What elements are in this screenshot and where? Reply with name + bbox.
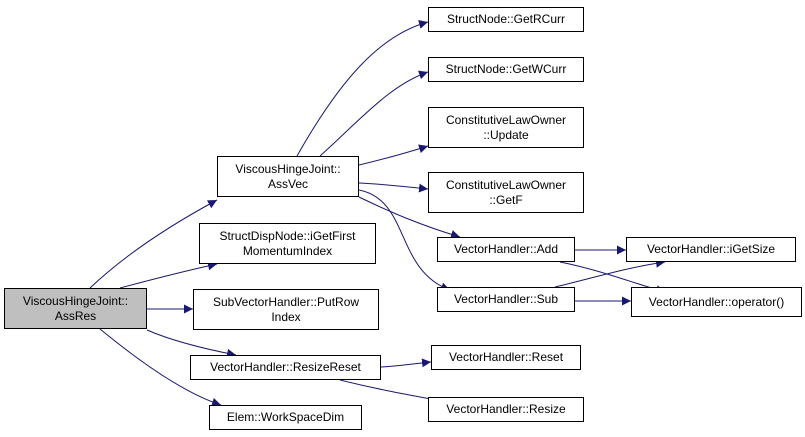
edge-assvec-to-update bbox=[358, 144, 429, 166]
node-label-line: VectorHandler::iGetSize bbox=[646, 242, 776, 256]
edge-assres-to-workspace bbox=[99, 328, 222, 407]
node-label-line: ConstitutiveLawOwner bbox=[445, 112, 567, 127]
node-viscoushingejoint-assvec[interactable]: ViscousHingeJoint:: AssVec bbox=[217, 156, 359, 197]
edge-sub-to-igetsize bbox=[554, 258, 666, 288]
node-structnode-getrcurr[interactable]: StructNode::GetRCurr bbox=[428, 7, 584, 32]
node-label-line: StructNode::GetWCurr bbox=[445, 62, 567, 76]
node-label-line: VectorHandler::ResizeReset bbox=[210, 360, 361, 374]
node-label-line: ViscousHingeJoint:: bbox=[22, 293, 129, 308]
node-structnode-getwcurr[interactable]: StructNode::GetWCurr bbox=[428, 57, 584, 82]
node-label-line: ViscousHingeJoint:: bbox=[235, 161, 341, 176]
edge-assvec-to-getf bbox=[358, 182, 429, 193]
node-constitutivelawowner-getf[interactable]: ConstitutiveLawOwner ::GetF bbox=[428, 172, 584, 213]
node-vectorhandler-resizereset[interactable]: VectorHandler::ResizeReset bbox=[190, 355, 381, 380]
node-structdispnode-igetfirstmomentumindex[interactable]: StructDispNode::iGetFirst MomentumIndex bbox=[199, 223, 376, 264]
edge-assres-to-resizereset bbox=[146, 329, 237, 358]
edge-resizereset-to-reset bbox=[380, 358, 432, 368]
node-label-line: ::GetF bbox=[489, 192, 523, 207]
node-viscoushingejoint-assres[interactable]: ViscousHingeJoint:: AssRes bbox=[4, 288, 147, 329]
node-label-line: ConstitutiveLawOwner bbox=[445, 177, 567, 192]
node-label-line: VectorHandler::operator() bbox=[648, 294, 785, 309]
edge-assvec-to-add bbox=[358, 196, 461, 239]
node-label-line: SubVectorHandler::PutRow bbox=[212, 294, 360, 309]
node-label-line: Index bbox=[271, 309, 301, 324]
node-label-line: ::Update bbox=[483, 127, 529, 142]
node-vectorhandler-add[interactable]: VectorHandler::Add bbox=[437, 237, 575, 262]
node-label-line: AssVec bbox=[267, 176, 309, 191]
edge-assvec-to-getrcurr bbox=[296, 20, 429, 157]
node-vectorhandler-reset[interactable]: VectorHandler::Reset bbox=[431, 345, 581, 370]
edge-assvec-to-getwcurr bbox=[319, 70, 429, 157]
node-constitutivelawowner-update[interactable]: ConstitutiveLawOwner ::Update bbox=[428, 107, 584, 148]
node-elem-workspacedim[interactable]: Elem::WorkSpaceDim bbox=[209, 405, 362, 430]
node-label-line: Elem::WorkSpaceDim bbox=[226, 410, 345, 424]
edge-assvec-to-sub bbox=[358, 189, 451, 292]
node-label-line: AssRes bbox=[54, 308, 97, 323]
node-label-line: VectorHandler::Add bbox=[453, 242, 559, 256]
node-vectorhandler-igetsize[interactable]: VectorHandler::iGetSize bbox=[626, 237, 796, 262]
node-subvectorhandler-putrowindex[interactable]: SubVectorHandler::PutRow Index bbox=[193, 289, 379, 330]
node-label-line: MomentumIndex bbox=[242, 243, 333, 258]
edge-assres-to-assvec bbox=[89, 199, 218, 289]
node-vectorhandler-resize[interactable]: VectorHandler::Resize bbox=[428, 397, 584, 422]
node-label-line: StructDispNode::iGetFirst bbox=[219, 228, 356, 243]
node-vectorhandler-sub[interactable]: VectorHandler::Sub bbox=[437, 287, 575, 312]
node-label-line: VectorHandler::Sub bbox=[453, 292, 559, 306]
node-label-line: VectorHandler::Resize bbox=[446, 402, 566, 416]
node-vectorhandler-operator[interactable]: VectorHandler::operator() bbox=[631, 287, 802, 317]
node-label-line: VectorHandler::Reset bbox=[448, 350, 564, 364]
node-label-line: StructNode::GetRCurr bbox=[446, 12, 566, 26]
edge-assres-to-getfirst bbox=[119, 261, 218, 289]
